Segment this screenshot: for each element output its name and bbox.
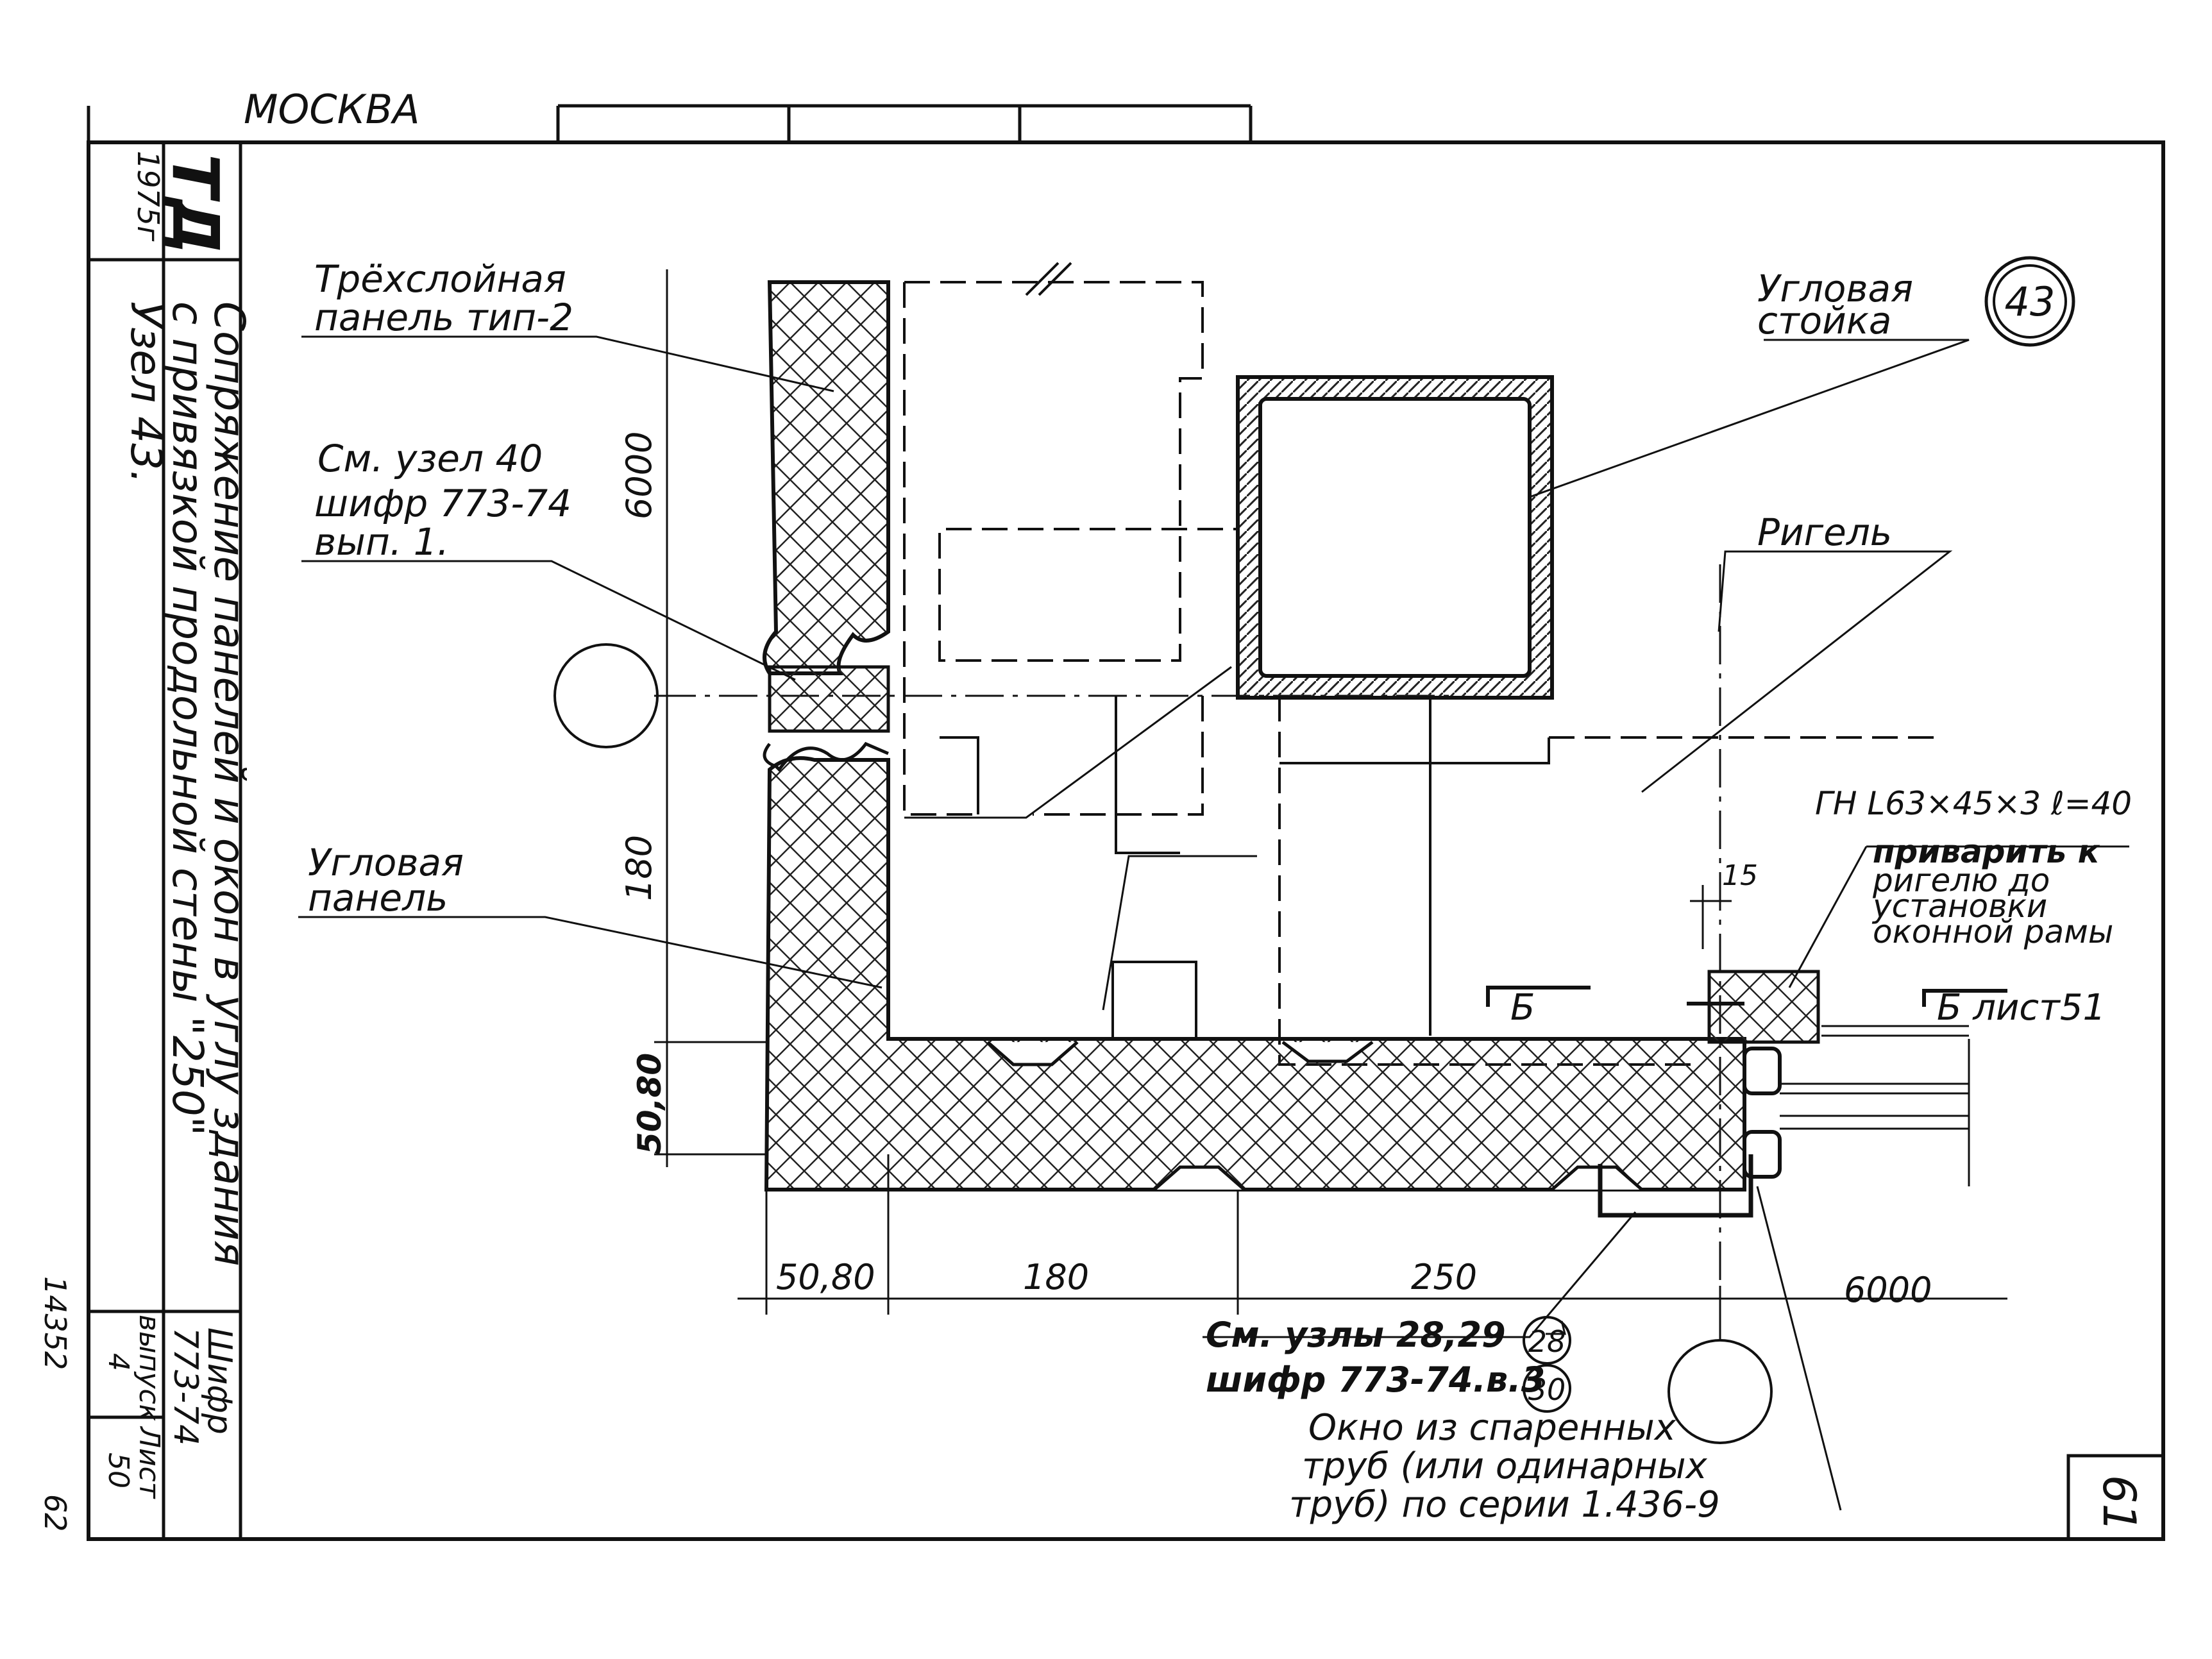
section-b-label: Б: [1510, 987, 1535, 1029]
node-number: 43: [2005, 278, 2056, 325]
header-strip: МОСКВА: [244, 86, 1253, 142]
ref-node40-line1: См. узел 40: [317, 437, 543, 480]
margin-lower-mark: 62: [38, 1494, 72, 1532]
ref-nodes-line2: шифр 773-74.в.3: [1206, 1360, 1545, 1400]
ref-nodes-line1: См. узлы 28,29: [1206, 1315, 1506, 1355]
dim-h-6000: 6000: [1844, 1270, 1932, 1310]
weld-note-line3: установки: [1871, 888, 2047, 925]
axis-markers: [553, 564, 1773, 1444]
dim-h-250: 250: [1411, 1257, 1477, 1297]
leader-lines: [298, 335, 2129, 1511]
stamp-issue-value: 4: [102, 1353, 135, 1371]
window-note-line3: труб) по серии 1.436-9: [1289, 1484, 1720, 1526]
angle-spec: ГН L63×45×3 ℓ=40: [1815, 785, 2132, 822]
weld-note-line2: ригелю до: [1872, 862, 2050, 899]
callouts: Трёхслойная панель тип-2 См. узел 40 шиф…: [308, 257, 2132, 1526]
three-layer-panel-label-1: Трёхслойная: [314, 257, 566, 301]
node-number-badge: 43: [1984, 256, 2075, 347]
corner-panel-label-2: панель: [308, 876, 448, 920]
stamp-code-value: 773-74: [166, 1327, 205, 1445]
header-city-text: МОСКВА: [244, 86, 420, 133]
ref-node-30: 30: [1528, 1372, 1566, 1407]
corner-panel-label-1: Угловая: [308, 841, 464, 884]
weld-note-line4: оконной рамы: [1873, 913, 2113, 950]
window-frame: [1598, 970, 1970, 1218]
stamp-title-line3: Узел 43.: [121, 301, 171, 484]
corner-post: [1236, 375, 1554, 700]
dim-h-50-80: 50,80: [776, 1257, 875, 1297]
stamp-issue-label: выпуск: [133, 1315, 165, 1422]
panel-joint: [763, 665, 890, 772]
window-note-line2: труб (или одинарных: [1302, 1445, 1708, 1487]
solid-outlines: [940, 262, 1550, 1040]
stamp-code-label: Шифр: [200, 1327, 239, 1435]
corner-post-label-1: Угловая: [1757, 267, 1913, 310]
three-layer-panel: [763, 280, 890, 675]
inventory-number: 14352: [38, 1276, 72, 1370]
ref-node40-line3: вып. 1.: [314, 520, 449, 564]
dim-h-180: 180: [1023, 1257, 1089, 1297]
stamp-year: 1975г: [131, 151, 165, 242]
dim-v-6000: 6000: [619, 432, 659, 519]
girder-label: Ригель: [1757, 510, 1892, 554]
corner-post-label-2: стойка: [1757, 299, 1891, 342]
stamp-sheet-label: Лист: [133, 1426, 165, 1499]
dim-h-15: 15: [1722, 859, 1758, 892]
sheet-frame: [87, 106, 2165, 1541]
window-note-line1: Окно из спаренных: [1308, 1407, 1676, 1449]
stamp-title-line1: Сопряжение панелей и окон в углу здания: [205, 301, 254, 1266]
section-b-sheet-label: Б лист51: [1937, 987, 2106, 1029]
dimension-lines: [654, 269, 2007, 1315]
stamp-org: ТД: [158, 154, 233, 255]
dim-v-50-80: 50,80: [631, 1053, 668, 1154]
three-layer-panel-label-2: панель тип-2: [314, 296, 573, 339]
stamp-sheet-value: 50: [102, 1453, 135, 1488]
stamp-title-line2: с привязкой продольной стены "250": [163, 301, 212, 1136]
corner-panel: [764, 756, 1746, 1192]
ref-node-28: 28: [1528, 1324, 1566, 1359]
section-marks: [1486, 986, 2007, 1007]
dim-v-180: 180: [619, 835, 659, 901]
page-number: 61: [2093, 1475, 2145, 1532]
side-stamp: ТД 1975г Сопряжение панелей и окон в угл…: [102, 151, 254, 1499]
weld-note-line1: приварить к: [1873, 833, 2100, 870]
ref-node40-line2: шифр 773-74: [314, 482, 571, 525]
